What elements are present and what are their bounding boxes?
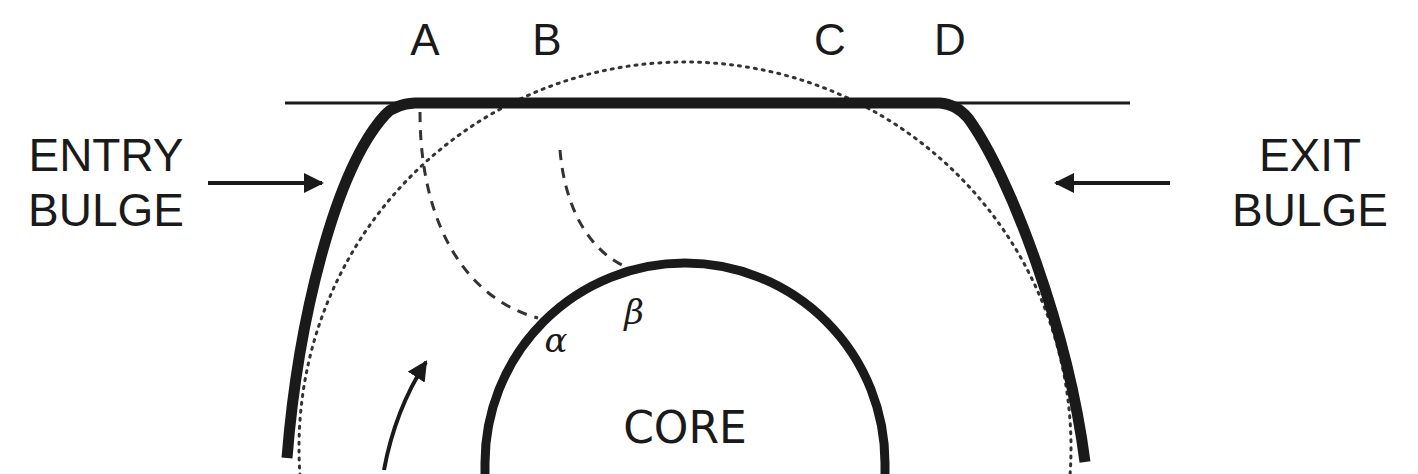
bulge-label: ENTRY BULGE [6,128,206,238]
pointer-arrow [1056,181,1170,185]
point-label: B [532,14,561,67]
point-label: A [410,14,439,67]
pointer-arrow [208,181,322,185]
bulged-profile [287,103,1085,462]
ray-symbol: α [545,320,568,361]
dotted-sphere [299,62,1071,474]
ray-symbol: β [624,292,644,333]
core-arc [485,263,885,474]
ray-path [560,150,624,266]
core-region: CORE [480,258,890,474]
point-label: C [814,14,846,67]
pointer-arrow [384,362,426,470]
region-label: CORE [623,402,747,455]
bulge-label: EXIT BULGE [1210,128,1410,238]
point-label: D [934,14,966,67]
ray-path [420,112,538,318]
